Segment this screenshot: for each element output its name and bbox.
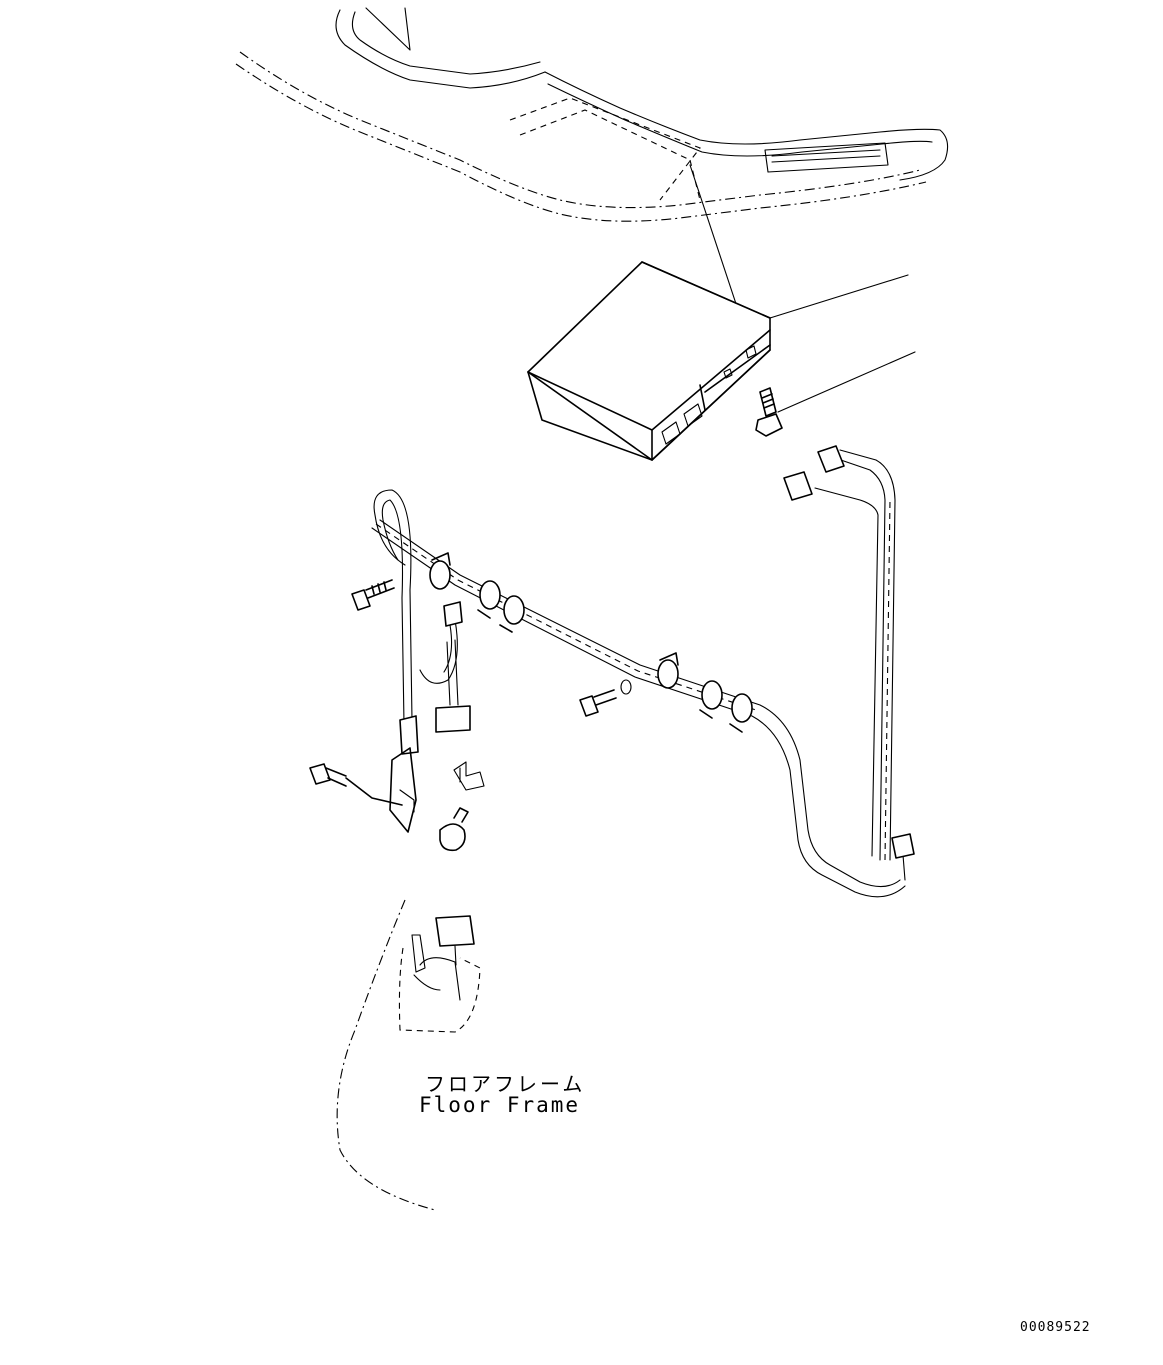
harness-connectors xyxy=(399,445,915,859)
screw-icon xyxy=(309,763,403,806)
controller-box xyxy=(527,261,771,461)
leader-bolt xyxy=(777,351,916,413)
wiring-harness xyxy=(371,449,906,898)
screw-icon xyxy=(351,579,395,611)
bracket-plate xyxy=(389,747,417,833)
floor-frame-outline xyxy=(336,899,481,1211)
harness-clamps xyxy=(429,552,753,733)
screw-icon xyxy=(579,679,632,717)
bolt-icon xyxy=(755,387,783,437)
drawing-number: 00089522 xyxy=(1020,1320,1091,1335)
clip-icon xyxy=(453,761,485,791)
dashboard-panel-outline xyxy=(235,7,949,222)
leader-controller xyxy=(769,274,909,319)
floor-frame-label-en: Floor Frame xyxy=(419,1093,581,1117)
screw-icon xyxy=(439,807,469,852)
floor-frame-label-jp: フロアフレーム xyxy=(425,1072,586,1096)
